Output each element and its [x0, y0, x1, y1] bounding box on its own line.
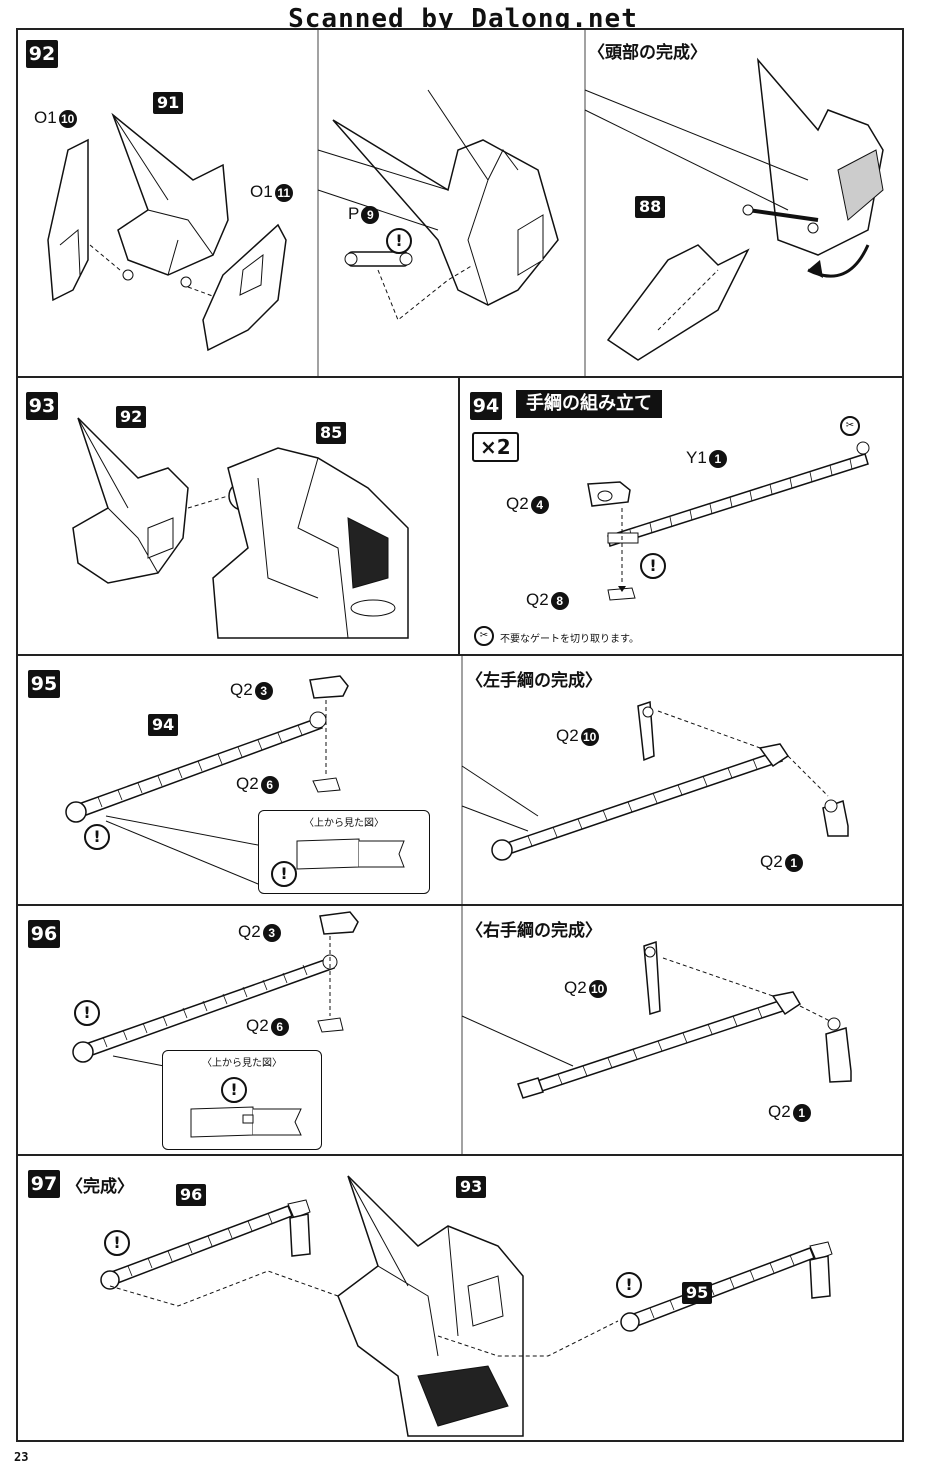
step-97-title: 〈完成〉	[66, 1177, 134, 1197]
step-93-illustration	[72, 417, 409, 639]
part-tag-96: 96	[176, 1184, 207, 1206]
step-94-heading: 手綱の組み立て	[516, 390, 662, 418]
step-93-panel: 93 92 85	[16, 376, 460, 656]
inset-title: 〈上から見た図〉	[304, 818, 384, 829]
part-tag-92: 92	[116, 406, 147, 428]
quantity-multiplier: ×2	[472, 432, 519, 462]
page-number: 23	[14, 1450, 29, 1464]
caution-icon: !	[386, 228, 412, 254]
nipper-icon: ✂	[840, 416, 860, 436]
step-95-title: 〈左手綱の完成〉	[466, 671, 602, 691]
step-number: 93	[26, 392, 58, 420]
caution-icon: !	[104, 1230, 130, 1256]
part-tag-85: 85	[316, 422, 347, 444]
caution-icon: !	[84, 824, 110, 850]
step-number: 92	[26, 40, 58, 68]
step-92-illustration	[47, 30, 884, 376]
caution-icon: !	[271, 861, 297, 887]
part-tag-93: 93	[456, 1176, 487, 1198]
part-tag-95: 95	[682, 1282, 713, 1304]
part-tag-88: 88	[635, 196, 666, 218]
inset-diagram	[190, 1106, 302, 1138]
caution-icon: !	[74, 1000, 100, 1026]
step-94-illustration	[587, 441, 870, 601]
step-number: 95	[28, 670, 60, 698]
step-97-illustration	[100, 1175, 833, 1437]
caution-icon: !	[616, 1272, 642, 1298]
part-tag-94: 94	[148, 714, 179, 736]
part-tag-91: 91	[153, 92, 184, 114]
step-96-illustration	[72, 906, 852, 1154]
gate-cut-note: 不要なゲートを切り取ります。	[500, 634, 639, 645]
step-number: 94	[470, 392, 502, 420]
top-view-inset: 〈上から見た図〉 !	[162, 1050, 322, 1150]
inset-diagram	[296, 838, 405, 870]
nipper-icon: ✂	[474, 626, 494, 646]
caution-icon: !	[640, 553, 666, 579]
inset-title: 〈上から見た図〉	[202, 1058, 282, 1069]
caution-icon: !	[221, 1077, 247, 1103]
top-view-inset: 〈上から見た図〉 !	[258, 810, 430, 894]
step-97-panel: 97 〈完成〉 96 93 95 ! !	[16, 1154, 904, 1442]
step-95-illustration	[65, 656, 849, 904]
step-number: 97	[28, 1170, 60, 1198]
step-96-title: 〈右手綱の完成〉	[466, 921, 602, 941]
step-92-title: 〈頭部の完成〉	[588, 43, 707, 63]
step-number: 96	[28, 920, 60, 948]
